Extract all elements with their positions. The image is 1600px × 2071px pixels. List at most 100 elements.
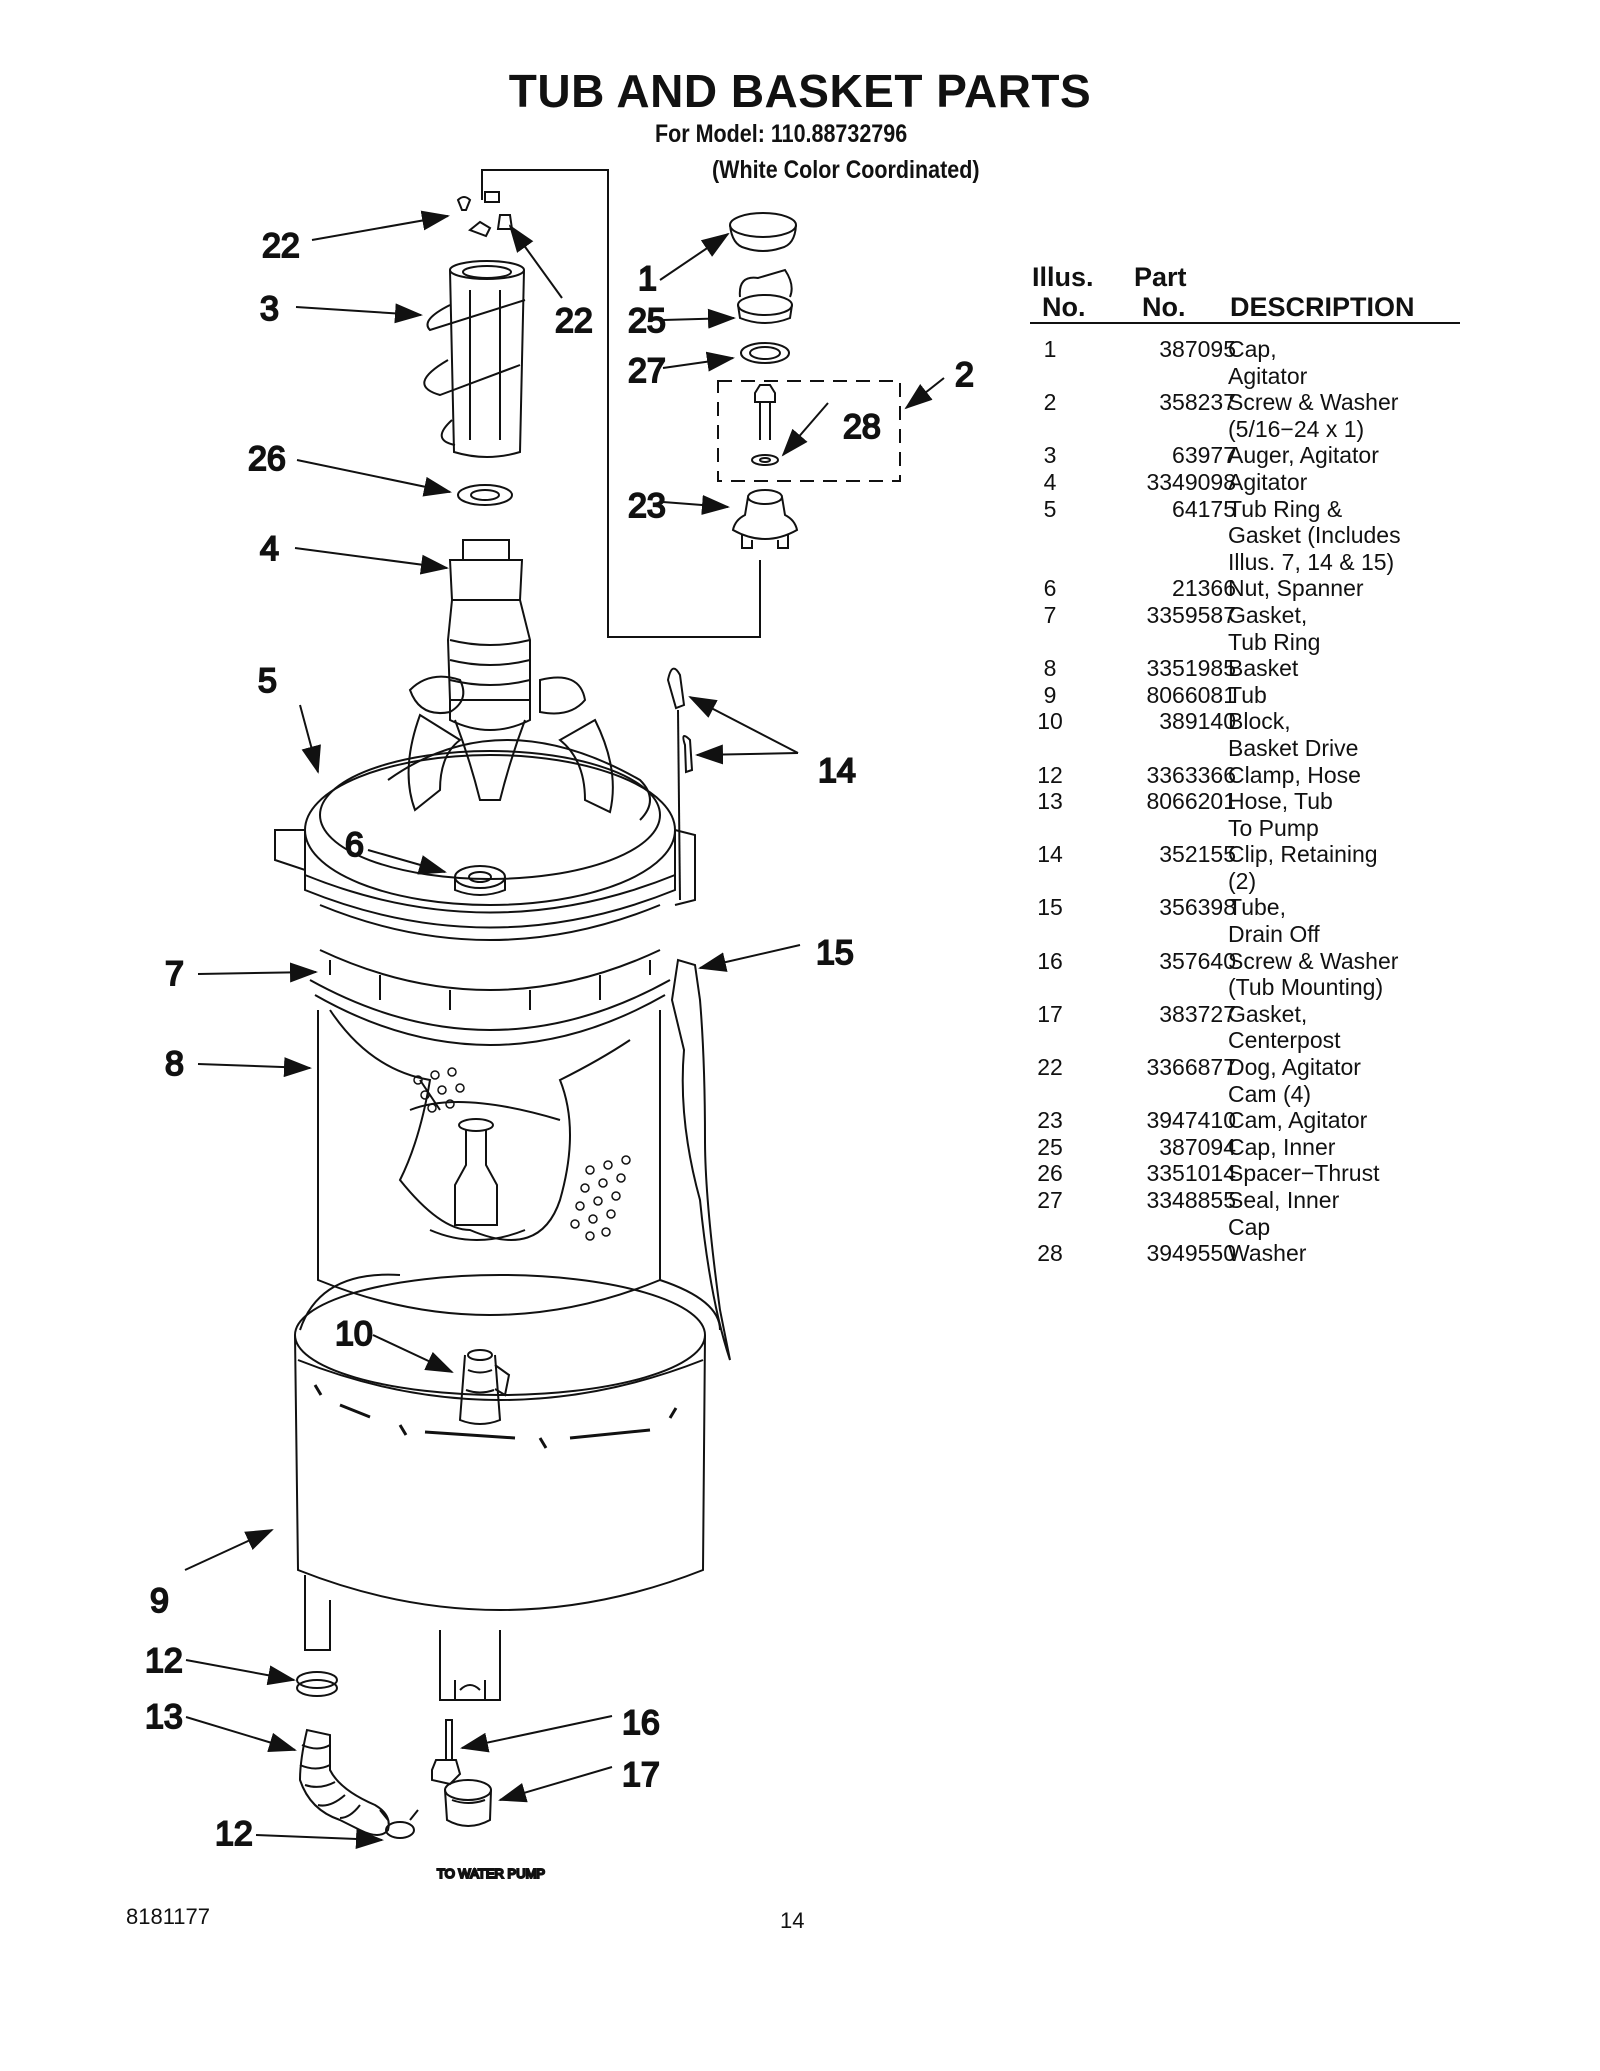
header-part-top: Part xyxy=(1134,262,1187,292)
agitator-dog-parts xyxy=(456,191,514,238)
header-illus-bottom: No. xyxy=(1042,292,1086,322)
part-number: 8066201 xyxy=(1146,788,1236,815)
spacer-thrust-part xyxy=(457,484,513,506)
part-description: Spacer−Thrust xyxy=(1228,1160,1380,1187)
part-description: Block, Basket Drive xyxy=(1228,708,1359,761)
part-number: 3348855 xyxy=(1146,1187,1236,1213)
part-number: 352155 xyxy=(1159,841,1236,868)
part-number: 3947410 xyxy=(1146,1107,1236,1134)
header-description: DESCRIPTION xyxy=(1230,292,1415,322)
hose-and-fastener-parts xyxy=(296,1671,492,1839)
callout-14: 14 xyxy=(818,752,856,790)
callout-3: 3 xyxy=(260,290,279,328)
callout-8: 8 xyxy=(165,1045,184,1083)
doc-number: 8181177 xyxy=(126,1904,211,1929)
part-number: 3949550 xyxy=(1146,1240,1236,1267)
callout-10: 10 xyxy=(335,1315,373,1353)
color-line: (White Color Coordinated) xyxy=(712,156,980,184)
part-description: Washer xyxy=(1228,1240,1307,1267)
illus-number: 13 xyxy=(1037,788,1063,815)
callout-leader-lines xyxy=(184,210,945,1849)
clip-and-tube-parts xyxy=(666,667,731,1361)
callout-22-left: 22 xyxy=(262,227,300,265)
illus-number: 8 xyxy=(1043,655,1057,682)
spanner-nut-part xyxy=(454,865,506,896)
callout-15: 15 xyxy=(816,934,854,972)
tub-part xyxy=(294,1273,721,1701)
illus-number: 4 xyxy=(1043,468,1057,495)
callout-28: 28 xyxy=(843,408,881,446)
to-water-pump-label: TO WATER PUMP xyxy=(437,1866,545,1881)
illus-number: 5 xyxy=(1043,495,1057,522)
part-number: 63977 xyxy=(1172,442,1236,469)
part-number: 3351985 xyxy=(1146,655,1236,682)
part-description: Screw & Washer (5/16−24 x 1) xyxy=(1228,389,1399,442)
part-description: Seal, Inner Cap xyxy=(1228,1187,1340,1240)
part-description: Cam, Agitator xyxy=(1228,1107,1368,1134)
illus-number: 26 xyxy=(1037,1160,1063,1187)
callout-13: 13 xyxy=(145,1698,183,1736)
part-number: 64175 xyxy=(1172,495,1236,522)
part-number: 21366 xyxy=(1172,575,1236,602)
header-rule xyxy=(1030,322,1460,324)
illus-number: 9 xyxy=(1043,681,1057,708)
part-description: Auger, Agitator xyxy=(1228,442,1379,469)
callout-12-top: 12 xyxy=(145,1642,183,1680)
callout-2: 2 xyxy=(955,356,974,394)
illus-number: 23 xyxy=(1037,1107,1063,1134)
cap-assembly-parts xyxy=(729,212,799,549)
illus-number: 6 xyxy=(1043,575,1057,602)
illus-number: 27 xyxy=(1037,1187,1063,1213)
part-description: Cap, Inner xyxy=(1228,1133,1336,1160)
callout-5: 5 xyxy=(258,662,277,700)
part-number: 357640 xyxy=(1159,947,1236,974)
callout-17: 17 xyxy=(622,1756,660,1794)
illus-number: 10 xyxy=(1037,708,1063,735)
illus-number: 25 xyxy=(1037,1133,1063,1160)
connector-bracket-line xyxy=(481,169,761,638)
illus-number: 17 xyxy=(1037,1000,1063,1027)
part-description: Gasket, Tub Ring xyxy=(1228,601,1321,655)
illus-number: 3 xyxy=(1043,442,1057,469)
callout-7: 7 xyxy=(165,955,184,993)
header-illus-top: Illus. xyxy=(1032,262,1094,292)
callout-27: 27 xyxy=(628,352,666,390)
part-number: 389140 xyxy=(1159,708,1236,735)
part-number: 358237 xyxy=(1159,389,1236,416)
callout-25: 25 xyxy=(628,302,666,340)
page-number: 14 xyxy=(780,1908,805,1933)
basket-gasket-part xyxy=(309,949,671,1046)
callout-23: 23 xyxy=(628,487,666,525)
part-description: Nut, Spanner xyxy=(1228,575,1364,602)
illus-number: 16 xyxy=(1037,947,1063,974)
auger-part xyxy=(423,260,526,458)
part-number: 8066081 xyxy=(1146,681,1236,708)
tub-ring-part xyxy=(274,675,696,941)
part-number: 3351014 xyxy=(1146,1160,1236,1187)
callout-4: 4 xyxy=(260,530,279,568)
illus-number: 7 xyxy=(1043,601,1057,628)
callout-22-right: 22 xyxy=(555,302,593,340)
basket-drive-block-part xyxy=(458,1349,511,1425)
